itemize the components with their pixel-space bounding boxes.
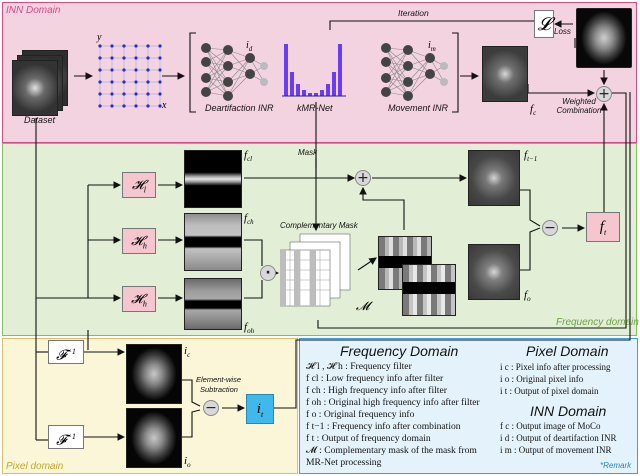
io-brain-image: [126, 408, 182, 468]
remark-label: *Remark: [600, 461, 632, 470]
fc-image: [482, 46, 528, 102]
fo-image: [468, 244, 520, 300]
inverse-fourier-box-2: 𝓕−1: [48, 425, 84, 449]
complementary-mask-label: Complementary Mask: [280, 221, 358, 230]
legend-frequency-line-5: f t−1 : Frequency info after combination: [306, 421, 461, 432]
legend-frequency-line-0: 𝓗 l , 𝓗 h : Frequency filter: [306, 361, 412, 372]
m-symbol-label: 𝓜: [356, 299, 370, 313]
legend-frequency-title: Frequency Domain: [340, 343, 459, 359]
ic-label: ic: [184, 345, 191, 360]
ft-minus-1-image: [468, 150, 520, 206]
legend-frequency-line-2: f ch : High frequency info after filter: [306, 385, 447, 396]
foh-label: foh: [244, 321, 255, 336]
element-wise-label: Element-wise: [196, 375, 242, 384]
fo-label: fo: [524, 289, 531, 304]
weighted-combination-label: Weighted Combination: [556, 97, 602, 115]
legend-frequency-line-3: f oh : Original high frequency info afte…: [306, 397, 480, 408]
legend-pixel-title: Pixel Domain: [526, 343, 609, 359]
complementary-mask-stack: [280, 233, 351, 307]
legend-frequency-line-8: MR-Net processing: [306, 457, 382, 468]
fcl-label: fcl: [244, 149, 253, 164]
legend-pixel-line-2: i t : Output of pixel domain: [500, 386, 599, 396]
low-filter-hl-box: 𝓗l: [122, 172, 156, 198]
legend-pixel-line-1: i o : Original pixel info: [500, 374, 584, 384]
frequency-plus-operator: +: [355, 170, 371, 186]
legend-frequency-line-1: f cl : Low frequency info after filter: [306, 373, 444, 384]
high-filter-hh-box-1: 𝓗h: [122, 228, 156, 254]
pixel-domain-label: Pixel domain: [6, 461, 64, 472]
axis-y-label: y: [97, 32, 102, 43]
id-label: id: [246, 40, 253, 53]
inverse-fourier-box-1: 𝓕−1: [48, 340, 84, 364]
legend-frequency-line-7: 𝓜 : Complementary mask of the mask from: [306, 445, 477, 456]
ft-minus-1-label: ft−1: [524, 149, 538, 164]
fcl-image: [184, 150, 242, 208]
kmr-net-chart: [282, 44, 346, 97]
coordinate-grid: [98, 44, 162, 108]
legend-frequency-line-6: f t : Output of frequency domain: [306, 433, 431, 444]
high-filter-hh-box-2: 𝓗h: [122, 286, 156, 312]
legend-inn-line-1: i d : Output of deartifaction INR: [500, 433, 617, 443]
weighted-combination-plus: +: [596, 86, 612, 102]
reference-brain-image: [576, 8, 632, 68]
loss-box: 𝓛: [534, 10, 554, 38]
it-output-box: it: [246, 394, 274, 424]
mask-label: Mask: [298, 148, 318, 157]
frequency-domain-label: Frequency domain: [556, 317, 639, 328]
iteration-label: Iteration: [398, 8, 429, 18]
legend-inn-line-0: f c : Output image of MoCo: [500, 421, 601, 431]
loss-label: Loss: [554, 27, 571, 36]
legend-panel: [299, 338, 638, 474]
subtraction-label: Subtraction: [200, 385, 238, 394]
inn-domain-label: INN Domain: [6, 5, 61, 16]
movement-inr-label: Movement INR: [388, 103, 449, 113]
ic-brain-image: [126, 344, 182, 404]
legend-inn-title: INN Domain: [530, 403, 607, 419]
fch-image: [184, 213, 242, 271]
dataset-image-front: [12, 60, 58, 116]
pixel-minus-operator: −: [203, 400, 219, 416]
axis-x-label: x: [162, 100, 167, 111]
dataset-label: Dataset: [24, 115, 56, 125]
ft-output-box: ft: [586, 212, 620, 242]
io-label: io: [184, 455, 191, 470]
legend-inn-line-2: i m : Output of movement INR: [500, 445, 612, 455]
im-label: im: [428, 40, 436, 53]
kmr-net-label: kMR-Net: [297, 103, 333, 113]
legend-frequency-line-4: f o : Original frequency info: [306, 409, 415, 420]
foh-image: [184, 278, 242, 330]
multiply-dot-operator: ·: [260, 265, 276, 281]
legend-pixel-line-0: i c : Pixel info after processing: [500, 362, 611, 372]
fch-label: fch: [244, 212, 254, 227]
deartifaction-inr-label: Deartifaction INR: [205, 103, 274, 113]
movement-network-icon: [381, 43, 448, 101]
deartifaction-network-icon: [201, 43, 268, 101]
fc-label: fc: [530, 103, 537, 118]
masked-image-front-band: [403, 282, 455, 294]
frequency-minus-operator: −: [542, 220, 558, 236]
inn-domain-region: [2, 2, 637, 143]
